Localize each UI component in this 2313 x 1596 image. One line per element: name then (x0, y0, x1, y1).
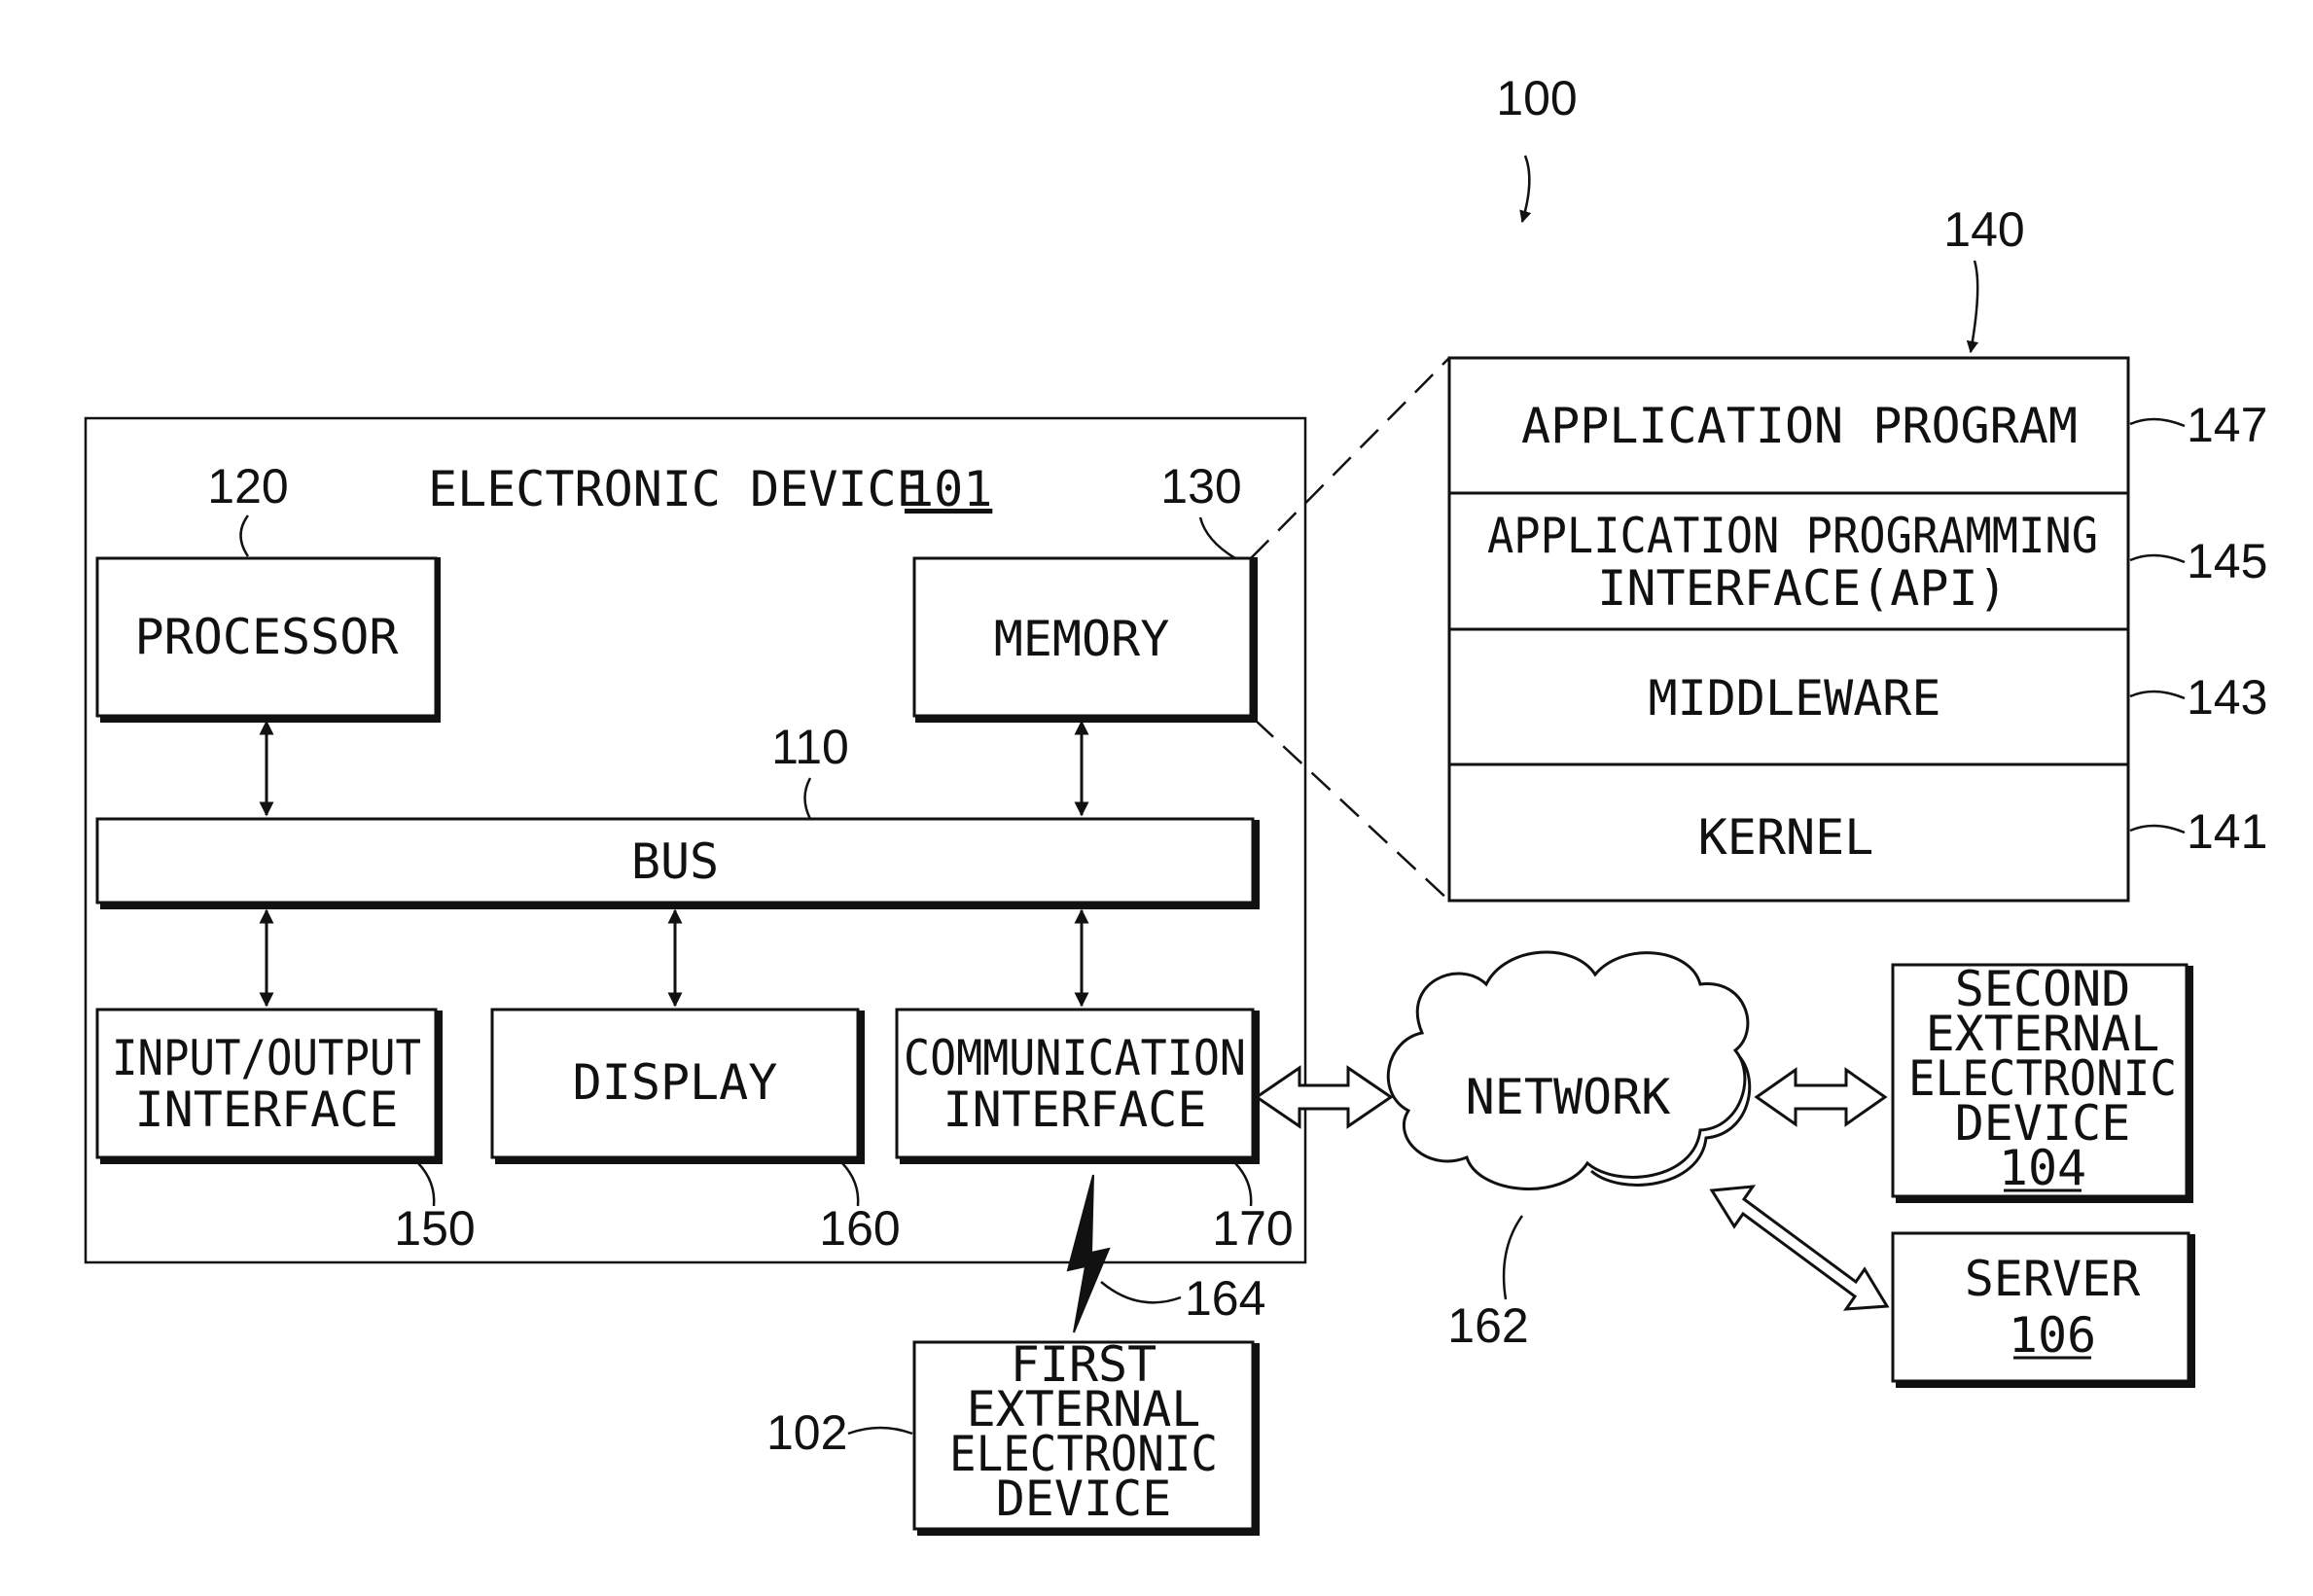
first-device-ref: 102 (766, 1405, 847, 1460)
processor-label: PROCESSOR (135, 609, 400, 665)
second-device-block: SECOND EXTERNAL ELECTRONIC DEVICE 104 (1893, 961, 2190, 1200)
memory-ref: 130 (1160, 459, 1241, 514)
display-label: DISPLAY (573, 1054, 778, 1111)
comm-interface-ref-leader (1235, 1163, 1251, 1206)
electronic-device-title: ELECTRONIC DEVICE (428, 461, 926, 517)
memory-label: MEMORY (994, 611, 1170, 667)
comm-interface-line1: COMMUNICATION (904, 1030, 1246, 1086)
memory-zoom-line-top (1251, 358, 1449, 558)
processor-ref: 120 (207, 459, 288, 514)
layer-api-line2: INTERFACE(API) (1597, 560, 2007, 617)
wireless-lightning-icon (1068, 1175, 1109, 1332)
bus-ref: 110 (771, 720, 849, 774)
layer-ref-leaders (2130, 419, 2185, 833)
io-interface-ref: 150 (394, 1201, 475, 1256)
comm-interface-line2: INTERFACE (943, 1082, 1207, 1138)
program-ref-arrow (1971, 261, 1977, 352)
first-device-block: FIRST EXTERNAL ELECTRONIC DEVICE (914, 1336, 1257, 1533)
memory-ref-leader (1200, 517, 1235, 558)
bus-ref-leader (805, 778, 811, 819)
comm-interface-ref: 170 (1212, 1201, 1293, 1256)
layer-kernel-ref: 141 (2187, 804, 2267, 859)
server-block: SERVER 106 (1893, 1233, 2192, 1385)
layer-application-program-ref: 147 (2187, 398, 2267, 452)
processor-ref-leader (241, 515, 249, 556)
network-server-arrow (1712, 1187, 1887, 1309)
layer-kernel: KERNEL (1698, 809, 1874, 866)
memory-block: MEMORY (914, 558, 1255, 720)
io-interface-line1: INPUT/OUTPUT (112, 1030, 421, 1086)
memory-zoom-line-bottom (1255, 720, 1449, 901)
figure-number: 100 (1496, 71, 1577, 125)
io-interface-line2: INTERFACE (135, 1082, 399, 1138)
network-ref-leader (1504, 1216, 1522, 1299)
first-device-line4: DEVICE (996, 1471, 1172, 1527)
network-label: NETWORK (1466, 1069, 1671, 1125)
io-interface-block: INPUT/OUTPUT INTERFACE (97, 1010, 440, 1161)
comm-interface-block: COMMUNICATION INTERFACE (897, 1010, 1257, 1161)
layer-api-line1: APPLICATION PROGRAMMING (1487, 508, 2098, 564)
second-device-number: 104 (1999, 1140, 2086, 1196)
bus-label: BUS (631, 833, 719, 890)
layer-middleware-ref: 143 (2187, 670, 2267, 725)
program-ref: 140 (1943, 202, 2024, 257)
network-second-device-arrow (1757, 1070, 1885, 1124)
layer-application-program: APPLICATION PROGRAM (1521, 398, 2078, 454)
electronic-device-number: 101 (905, 461, 992, 517)
bus-block: BUS (97, 819, 1257, 906)
display-block: DISPLAY (492, 1010, 862, 1161)
server-number: 106 (2009, 1307, 2096, 1364)
server-label: SERVER (1965, 1251, 2142, 1307)
wireless-link-ref: 164 (1185, 1271, 1265, 1326)
io-interface-ref-leader (418, 1163, 434, 1206)
comm-network-arrow (1257, 1068, 1391, 1126)
first-device-ref-leader (848, 1428, 912, 1434)
processor-block: PROCESSOR (97, 558, 438, 720)
layer-api-ref: 145 (2187, 534, 2267, 588)
wireless-link-ref-leader (1101, 1282, 1181, 1302)
display-ref-leader (842, 1163, 858, 1206)
network-ref: 162 (1447, 1298, 1528, 1353)
layer-middleware: MIDDLEWARE (1648, 670, 1940, 727)
figure-pointer-arrow (1522, 156, 1529, 222)
display-ref: 160 (819, 1201, 900, 1256)
